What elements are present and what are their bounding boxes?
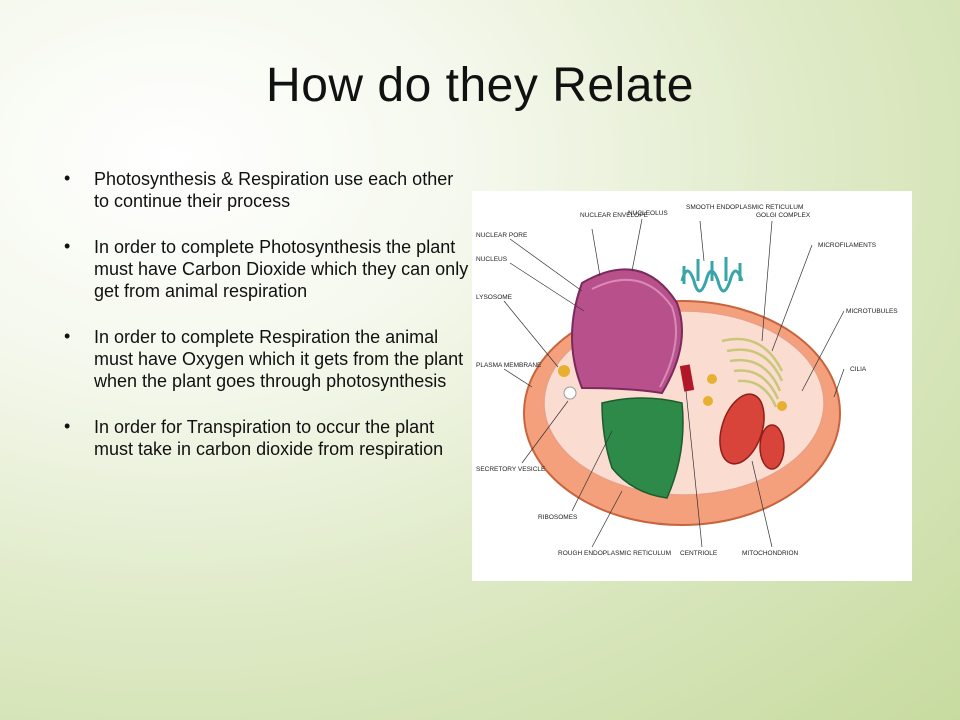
bullet-item: • Photosynthesis & Respiration use each o…	[60, 168, 470, 212]
label-microfilaments: MICROFILAMENTS	[818, 242, 877, 249]
label-secretory-vesicle: SECRETORY VESICLE	[476, 466, 546, 473]
bullet-text: In order to complete Respiration the ani…	[94, 327, 464, 391]
bullet-item: • In order to complete Respiration the an…	[60, 326, 470, 392]
label-nucleolus: NUCLEOLUS	[628, 210, 668, 217]
bullet-text: In order for Transpiration to occur the …	[94, 417, 444, 459]
lysosome-shape	[558, 365, 570, 377]
golgi-shape	[721, 337, 784, 408]
label-plasma-membrane: PLASMA MEMBRANE	[476, 362, 542, 369]
label-lines	[503, 218, 845, 548]
label-microtubules: MICROTUBULES	[846, 308, 898, 315]
bullet-icon: •	[64, 416, 71, 436]
centriole-shape	[679, 364, 695, 392]
rough-er-shape	[601, 397, 684, 499]
vesicle-shape	[707, 374, 717, 384]
label-golgi: GOLGI COMPLEX	[756, 212, 811, 219]
bullet-text: In order to complete Photosynthesis the …	[94, 237, 469, 301]
secretory-vesicle-shape	[563, 386, 577, 400]
animal-cell-diagram: NUCLEAR ENVELOPE NUCLEOLUS SMOOTH ENDOPL…	[472, 191, 912, 581]
bullet-icon: •	[64, 326, 71, 346]
cell-illustration: NUCLEAR ENVELOPE NUCLEOLUS SMOOTH ENDOPL…	[476, 204, 898, 557]
label-smooth-er: SMOOTH ENDOPLASMIC RETICULUM	[686, 204, 803, 211]
label-nuclear-pore: NUCLEAR PORE	[476, 232, 528, 239]
nucleus-shape	[571, 268, 683, 395]
label-lysosome: LYSOSOME	[476, 294, 513, 301]
smooth-er-shape	[680, 257, 744, 293]
label-cilia: CILIA	[850, 366, 867, 373]
mitochondrion-shape	[759, 424, 785, 470]
bullet-icon: •	[64, 236, 71, 256]
slide-title: How do they Relate	[266, 59, 694, 112]
label-mitochondrion: MITOCHONDRION	[742, 550, 799, 557]
bullet-icon: •	[64, 168, 71, 188]
vesicle-shape	[777, 401, 787, 411]
label-nucleus: NUCLEUS	[476, 256, 508, 263]
label-nuclear-envelope: NUCLEAR ENVELOPE	[580, 212, 649, 219]
bullet-item: • In order for Transpiration to occur the…	[60, 416, 470, 460]
mitochondrion-shape	[719, 393, 765, 465]
bullet-item: • In order to complete Photosynthesis the…	[60, 236, 470, 302]
bullet-list: • Photosynthesis & Respiration use each o…	[60, 168, 470, 484]
bullet-text: Photosynthesis & Respiration use each ot…	[94, 169, 454, 211]
vesicle-shape	[703, 396, 713, 406]
label-rough-er: ROUGH ENDOPLASMIC RETICULUM	[558, 550, 671, 557]
label-ribosomes: RIBOSOMES	[538, 514, 578, 521]
label-centriole: CENTRIOLE	[680, 550, 718, 557]
